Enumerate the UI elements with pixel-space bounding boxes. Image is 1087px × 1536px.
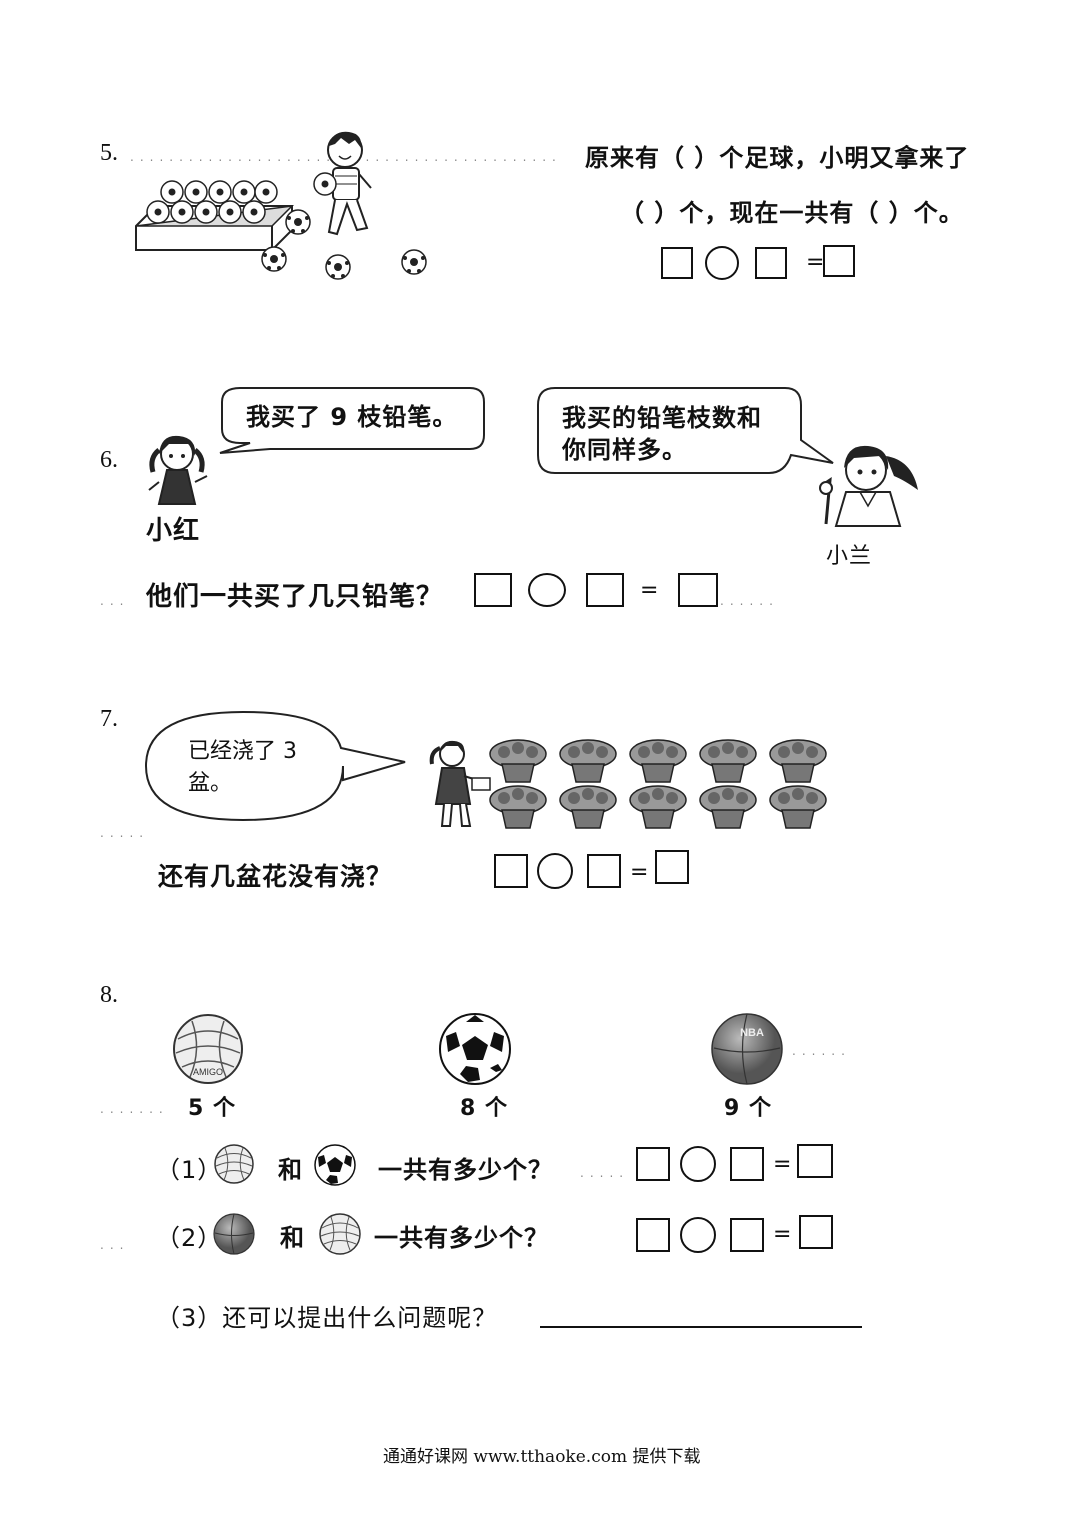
flower-pot-icon	[629, 739, 687, 783]
sub-question-2-and: 和	[280, 1224, 305, 1252]
answer-box[interactable]	[755, 247, 787, 279]
sub-question-1-text: 一共有多少个？	[378, 1156, 553, 1184]
equals-sign: =	[640, 578, 659, 603]
soccer-ball-icon	[325, 254, 351, 280]
speech-bubble-right-text-1: 我买的铅笔枝数和	[562, 404, 762, 432]
basketball-icon	[213, 1213, 255, 1255]
answer-box[interactable]	[494, 854, 528, 888]
name-xiaohong: 小红	[146, 516, 201, 546]
girl-xiaohong-illustration	[148, 435, 208, 505]
equals-sign: =	[773, 1152, 792, 1177]
speech-bubble-oval-text-2: 盆。	[188, 771, 233, 796]
sub-question-1-and: 和	[278, 1156, 303, 1184]
volleyball-icon: AMIGO	[173, 1014, 243, 1084]
flower-pot-icon	[699, 785, 757, 829]
girl-xiaolan-illustration	[819, 445, 918, 527]
answer-box[interactable]	[636, 1147, 670, 1181]
equals-sign: =	[806, 250, 825, 275]
operator-circle[interactable]	[537, 853, 573, 889]
dot-leader: ......	[792, 1044, 851, 1058]
equals-sign: =	[630, 860, 649, 885]
answer-box[interactable]	[661, 247, 693, 279]
question-6-number: 6.	[100, 447, 118, 473]
answer-box[interactable]	[655, 850, 689, 884]
sub-question-1-label: （1）	[156, 1156, 223, 1184]
question-8-number: 8.	[100, 982, 118, 1008]
question-5-number: 5.	[100, 140, 118, 166]
question-6-text: 他们一共买了几只铅笔？	[146, 582, 444, 612]
sub-question-2-text: 一共有多少个？	[374, 1224, 549, 1252]
operator-circle[interactable]	[528, 573, 566, 607]
speech-bubble-oval	[144, 710, 406, 822]
answer-box[interactable]	[587, 854, 621, 888]
volleyball-brand-text: AMIGO	[193, 1067, 223, 1077]
footer-credit: 通通好课网 www.tthaoke.com 提供下载	[383, 1447, 701, 1467]
equals-sign: =	[773, 1222, 792, 1247]
flower-pot-icon	[489, 739, 547, 783]
flower-pot-icon	[769, 785, 827, 829]
answer-box[interactable]	[730, 1218, 764, 1252]
sub-question-3-text: （3）还可以提出什么问题呢？	[156, 1304, 498, 1332]
basketball-icon: NBA	[711, 1013, 783, 1085]
flower-pot-icon	[559, 739, 617, 783]
answer-box[interactable]	[678, 573, 718, 607]
soccer-ball-icon	[439, 1013, 511, 1085]
flower-pot-icon	[559, 785, 617, 829]
speech-bubble-right-text-2: 你同样多。	[562, 436, 687, 464]
question-7-text: 还有几盆花没有浇？	[158, 862, 393, 891]
speech-bubble-oval-text-1: 已经浇了 3	[188, 739, 297, 764]
speech-bubble-right	[537, 387, 834, 474]
question-7-number: 7.	[100, 706, 118, 732]
dot-leader: .....	[580, 1166, 630, 1180]
flower-pot-icon	[489, 785, 547, 829]
question-5-line-2: （ ）个，现在一共有（ ）个。	[620, 199, 964, 227]
answer-box[interactable]	[586, 573, 624, 607]
dot-leader: .....	[100, 826, 150, 840]
flower-pot-icon	[629, 785, 687, 829]
girl-watering-illustration	[429, 740, 491, 827]
soccer-ball-icon	[401, 249, 427, 275]
soccer-ball-count: 8 个	[460, 1096, 508, 1121]
name-xiaolan: 小兰	[826, 544, 873, 569]
operator-circle[interactable]	[680, 1146, 716, 1182]
answer-box[interactable]	[797, 1144, 833, 1178]
operator-circle[interactable]	[680, 1217, 716, 1253]
soccer-ball-icon	[314, 1144, 356, 1186]
question-5-line-1: 原来有（ ）个足球，小明又拿来了	[585, 144, 970, 172]
answer-box[interactable]	[636, 1218, 670, 1252]
sub-question-2-label: （2）	[156, 1224, 223, 1252]
operator-circle[interactable]	[705, 246, 739, 280]
volleyball-count: 5 个	[188, 1096, 236, 1121]
answer-box[interactable]	[474, 573, 512, 607]
answer-box[interactable]	[823, 245, 855, 277]
basketball-brand-text: NBA	[740, 1027, 764, 1039]
soccer-balls-box-illustration	[135, 180, 295, 251]
dot-leader: ...	[100, 1238, 130, 1252]
dot-leader: ......	[720, 594, 779, 608]
volleyball-icon	[214, 1144, 254, 1184]
boy-illustration	[313, 131, 372, 236]
answer-box[interactable]	[799, 1215, 833, 1249]
soccer-ball-icon	[261, 246, 287, 272]
dot-leader: ...	[100, 594, 130, 608]
soccer-ball-icon	[285, 209, 311, 235]
speech-bubble-left-text: 我买了 9 枝铅笔。	[246, 403, 458, 431]
basketball-count: 9 个	[724, 1096, 772, 1121]
flower-pot-icon	[699, 739, 757, 783]
speech-bubble-left	[219, 387, 485, 454]
answer-box[interactable]	[730, 1147, 764, 1181]
answer-line[interactable]	[540, 1326, 862, 1328]
flower-pot-icon	[769, 739, 827, 783]
volleyball-icon	[319, 1213, 361, 1255]
dot-leader: .......	[100, 1102, 169, 1116]
